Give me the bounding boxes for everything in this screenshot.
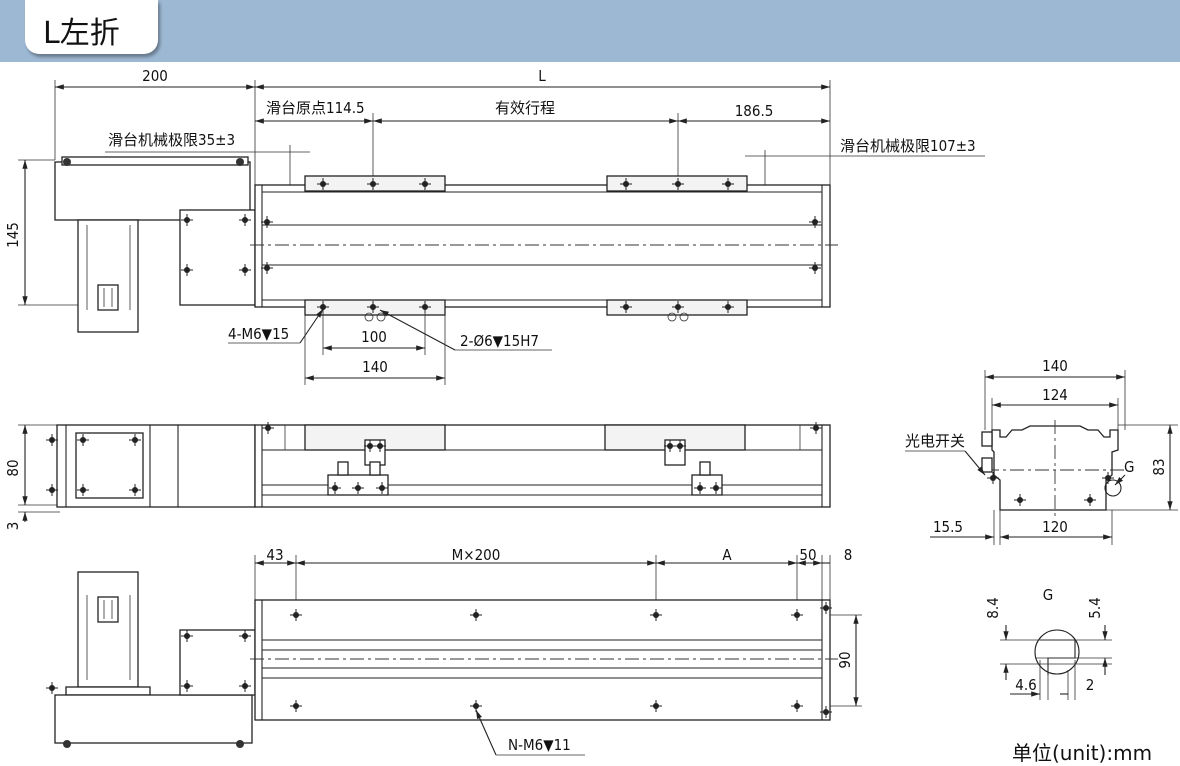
dim-8: 8 bbox=[844, 546, 853, 564]
end-view: 140 124 光电开关 G 83 15.5 120 bbox=[905, 357, 1178, 545]
dim-43: 43 bbox=[266, 546, 283, 564]
g-marker: G bbox=[1124, 458, 1134, 476]
bottom-view: 43 M×200 A 50 8 90 bbox=[45, 546, 862, 756]
end-dim-140: 140 bbox=[1042, 357, 1068, 375]
dim-3: 3 bbox=[4, 522, 22, 531]
dim-186-5: 186.5 bbox=[735, 102, 774, 120]
unit-label: 单位(unit):mm bbox=[1012, 741, 1153, 765]
front-view: 80 3 bbox=[4, 421, 831, 531]
page-title: L左折 bbox=[43, 16, 120, 51]
dim-a: A bbox=[722, 546, 732, 564]
top-view: 200 L 滑台原点114.5 有效行程 186.5 滑台机械极限35±3 滑台… bbox=[4, 67, 985, 385]
detail-dim-8-4: 8.4 bbox=[984, 597, 1002, 618]
dim-80: 80 bbox=[4, 459, 22, 476]
hole-pin-label: 2-Ø6▼15H7 bbox=[460, 332, 539, 350]
detail-dim-5-4: 5.4 bbox=[1086, 597, 1104, 618]
detail-g: G 8.4 5.4 4.6 2 bbox=[984, 586, 1112, 700]
stroke-label: 有效行程 bbox=[495, 99, 555, 117]
detail-g-title: G bbox=[1043, 586, 1053, 604]
hole-m6-label: 4-M6▼15 bbox=[228, 325, 289, 343]
dim-90: 90 bbox=[836, 651, 854, 668]
end-dim-83: 83 bbox=[1150, 458, 1168, 475]
dim-200: 200 bbox=[142, 67, 168, 85]
end-dim-120: 120 bbox=[1042, 518, 1068, 536]
end-dim-124: 124 bbox=[1042, 386, 1068, 404]
dim-100: 100 bbox=[361, 328, 387, 346]
origin-label: 滑台原点114.5 bbox=[266, 99, 365, 117]
limit-left: 滑台机械极限35±3 bbox=[108, 131, 235, 149]
title-tab: L左折 bbox=[25, 0, 158, 54]
detail-dim-2: 2 bbox=[1086, 676, 1095, 694]
detail-dim-4-6: 4.6 bbox=[1015, 676, 1036, 694]
dim-140: 140 bbox=[362, 358, 388, 376]
dim-pitch: M×200 bbox=[452, 546, 501, 564]
title-banner bbox=[0, 0, 1180, 62]
limit-right: 滑台机械极限107±3 bbox=[840, 137, 976, 155]
hole-n-label: N-M6▼11 bbox=[508, 736, 571, 754]
dim-145: 145 bbox=[4, 222, 22, 248]
end-dim-15-5: 15.5 bbox=[933, 518, 963, 536]
dim-50: 50 bbox=[799, 546, 816, 564]
dim-l: L bbox=[538, 67, 546, 85]
sensor-label: 光电开关 bbox=[905, 432, 965, 450]
